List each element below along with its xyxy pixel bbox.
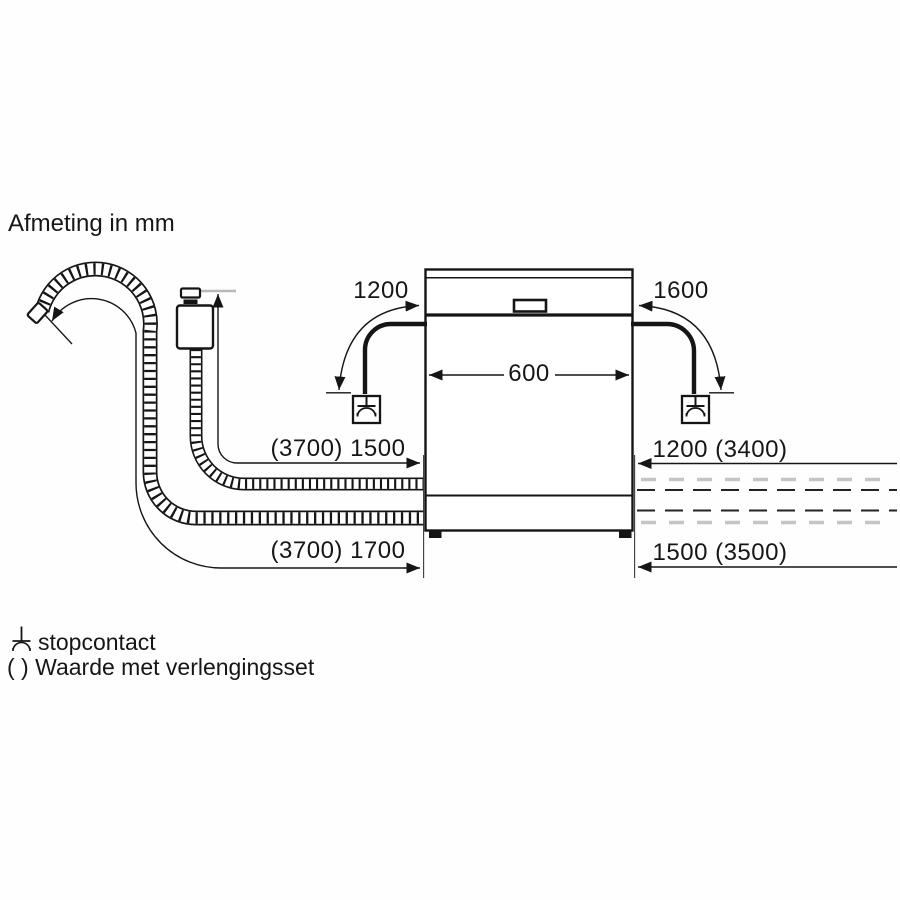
dim-label-drain-hose: (3700) 1700 [270,537,406,564]
page-title: Afmeting in mm [8,210,175,237]
legend-socket-icon [12,626,31,652]
dim-arrow-cord-left [326,300,420,394]
dim-label-power-cord-right: 1600 [653,277,709,304]
foot-right-icon [619,530,632,538]
dim-arrow-drain [44,297,420,574]
dim-label-drain-right: 1500 (3500) [652,539,788,566]
legend-extension-note: ( ) Waarde met verlengingsset [7,654,315,680]
socket-left-icon [351,394,382,425]
supply-hose-icon [189,349,424,491]
drain-hose-end-cap [26,302,49,324]
dim-label-appliance-width: 600 [508,360,550,387]
dim-label-supply-hose: (3700) 1500 [270,435,406,462]
legend-socket-label: stopcontact [38,629,156,655]
dim-arrow-cord-right [638,300,734,394]
foot-left-icon [429,530,442,538]
aquastop-tap-icon [175,287,236,350]
dim-label-inlet-right: 1200 (3400) [652,436,788,463]
dishwasher-icon [424,268,634,538]
power-cord-left-icon [362,321,427,394]
dim-label-power-cord-left: 1200 [353,277,409,304]
socket-right-icon [680,394,711,425]
power-cord-right-icon [631,321,697,394]
hose-continuation-dashes [637,477,897,525]
door-handle-icon [512,298,548,313]
